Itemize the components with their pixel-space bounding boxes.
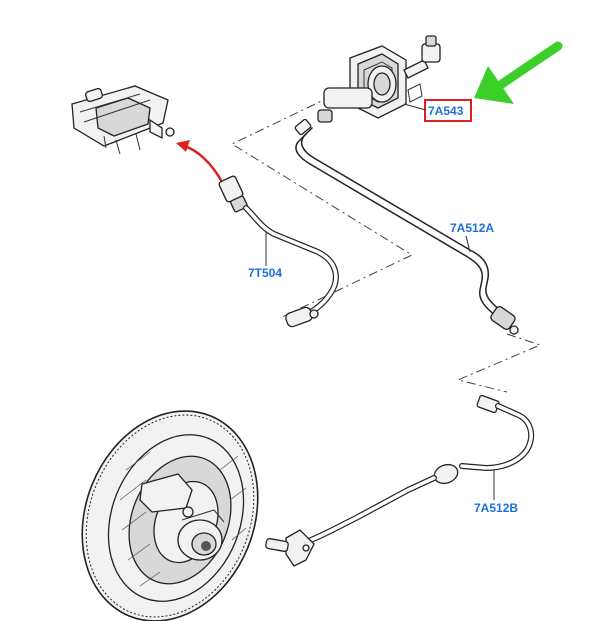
- clutch-assembly: [81, 410, 259, 621]
- master-cylinder: [317, 35, 441, 123]
- label-7A543: 7A543: [428, 104, 464, 118]
- label-7A512B: 7A512B: [474, 501, 518, 515]
- label-7T504: 7T504: [248, 266, 282, 280]
- pipe-7A512A: [294, 118, 519, 335]
- leader-lines: [230, 95, 542, 393]
- hose-7T504: [218, 175, 339, 328]
- label-leaders: [265, 103, 495, 500]
- highlight-box: [424, 99, 472, 122]
- fluid-reservoir: [71, 85, 175, 155]
- label-7A512A: 7A512A: [450, 221, 494, 235]
- red-arrow: [176, 140, 224, 183]
- pipe-7A512B: [265, 394, 535, 567]
- green-arrow: [474, 41, 563, 104]
